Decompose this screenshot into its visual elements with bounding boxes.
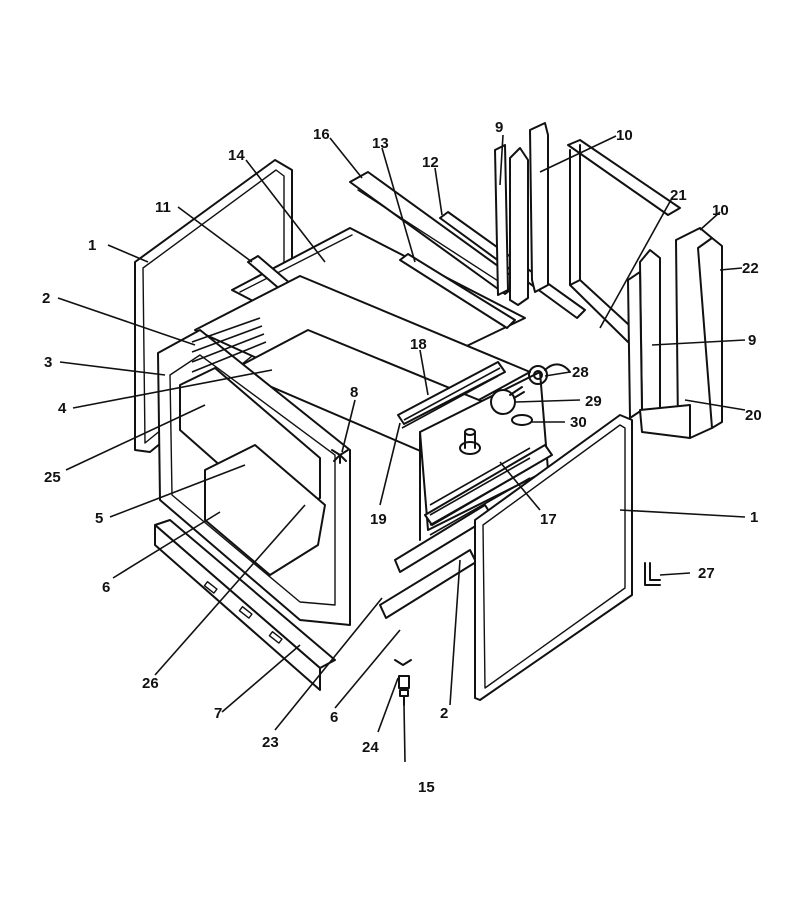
callout-7: 7 bbox=[214, 705, 222, 722]
callout-17: 17 bbox=[540, 511, 557, 528]
kick-panel bbox=[154, 519, 336, 691]
callout-4: 4 bbox=[58, 400, 67, 417]
broil-rack bbox=[397, 361, 506, 429]
callout-2-right: 2 bbox=[440, 705, 448, 722]
callout-19: 19 bbox=[370, 511, 387, 528]
callout-22: 22 bbox=[742, 260, 759, 277]
callout-24: 24 bbox=[362, 739, 379, 756]
callout-15: 15 bbox=[418, 779, 435, 796]
callout-1-left: 1 bbox=[88, 237, 96, 254]
callout-13: 13 bbox=[372, 135, 389, 152]
callout-23: 23 bbox=[262, 734, 279, 751]
right-rail-assembly bbox=[379, 444, 553, 619]
callout-26: 26 bbox=[142, 675, 159, 692]
callout-2-left: 2 bbox=[42, 290, 50, 307]
callout-10-right: 10 bbox=[712, 202, 729, 219]
callout-10-top: 10 bbox=[616, 127, 633, 144]
callout-20: 20 bbox=[745, 407, 762, 424]
callout-29: 29 bbox=[585, 393, 602, 410]
right-vertical-channels bbox=[627, 227, 723, 439]
callout-30: 30 bbox=[570, 414, 587, 431]
callout-14: 14 bbox=[228, 147, 245, 164]
callout-18: 18 bbox=[410, 336, 427, 353]
back-wall bbox=[567, 139, 681, 343]
callout-9-top: 9 bbox=[495, 119, 503, 136]
callout-6-right: 6 bbox=[330, 709, 338, 726]
callout-1-right: 1 bbox=[750, 509, 758, 526]
callout-16: 16 bbox=[313, 126, 330, 143]
fan bbox=[331, 449, 349, 464]
callout-labels: 1 2 3 4 25 5 6 26 7 23 6 24 15 2 11 14 1… bbox=[42, 119, 762, 796]
light-assembly bbox=[459, 363, 571, 455]
callout-11: 11 bbox=[155, 199, 171, 216]
bracket bbox=[644, 562, 661, 586]
right-side-panel bbox=[474, 414, 633, 701]
leader-lines bbox=[57, 134, 746, 763]
left-vertical-channels bbox=[494, 122, 549, 306]
leveling-leg bbox=[394, 659, 412, 706]
callout-12: 12 bbox=[422, 154, 439, 171]
callout-3: 3 bbox=[44, 354, 52, 371]
callout-5: 5 bbox=[95, 510, 103, 527]
callout-21: 21 bbox=[670, 187, 687, 204]
callout-8: 8 bbox=[350, 384, 358, 401]
callout-6-left: 6 bbox=[102, 579, 110, 596]
callout-25: 25 bbox=[44, 469, 61, 486]
callout-9-right: 9 bbox=[748, 332, 756, 349]
callout-27: 27 bbox=[698, 565, 715, 582]
callout-28: 28 bbox=[572, 364, 589, 381]
door-liner bbox=[204, 444, 326, 576]
